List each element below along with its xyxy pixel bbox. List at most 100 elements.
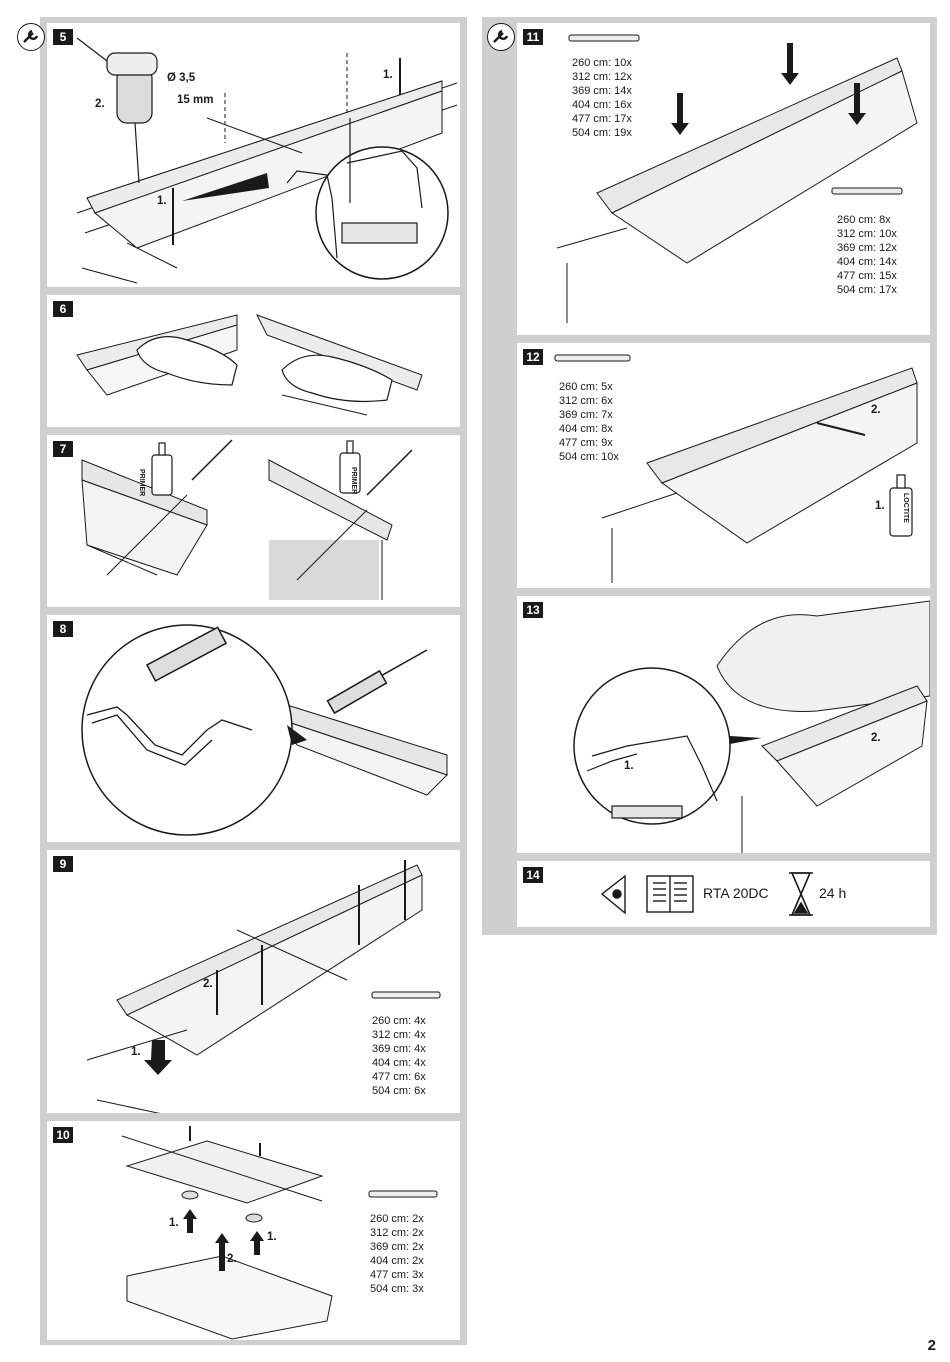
step-number: 10 — [53, 1127, 73, 1143]
step-11-panel: 11 260 cm: 10x 312 cm: 12x 369 cm: 14x 4… — [517, 23, 930, 335]
wrench-icon — [17, 23, 45, 51]
callout-2: 2. — [95, 98, 105, 110]
step-7-illustration — [81, 439, 413, 600]
callout-1-right: 1. — [383, 69, 393, 81]
table-row: 404 cm: 4x — [372, 1057, 426, 1069]
length-table: 260 cm: 2x 312 cm: 2x 369 cm: 2x 404 cm:… — [370, 1212, 424, 1296]
step-number: 6 — [53, 301, 73, 317]
step-12-panel: 12 1. 2. LOCTITE 260 cm: 5x 312 cm: 6x 3… — [517, 343, 930, 588]
book-icon — [646, 875, 694, 913]
table-row: 260 cm: 8x — [837, 214, 891, 226]
table-row: 260 cm: 10x — [572, 57, 632, 69]
ruler-icon — [554, 354, 631, 362]
ruler-icon — [568, 34, 903, 195]
table-row: 404 cm: 2x — [370, 1255, 424, 1267]
table-row: 312 cm: 6x — [559, 395, 613, 407]
table-row: 260 cm: 5x — [559, 381, 613, 393]
caulk-gun-icon — [145, 626, 428, 715]
table-row: 504 cm: 10x — [559, 451, 619, 463]
step-13-panel: 13 1. 2. — [517, 596, 930, 853]
length-table-a: 260 cm: 10x 312 cm: 12x 369 cm: 14x 404 … — [572, 56, 632, 140]
table-row: 504 cm: 6x — [372, 1085, 426, 1097]
length-table-b: 260 cm: 8x 312 cm: 10x 369 cm: 12x 404 c… — [837, 213, 897, 297]
ruler-icon — [368, 1190, 438, 1198]
table-row: 312 cm: 4x — [372, 1029, 426, 1041]
table-row: 504 cm: 19x — [572, 127, 632, 139]
step-5-panel: 5 — [47, 23, 460, 287]
length-table: 260 cm: 4x 312 cm: 4x 369 cm: 4x 404 cm:… — [372, 1014, 426, 1098]
length-table: 260 cm: 5x 312 cm: 6x 369 cm: 7x 404 cm:… — [559, 380, 619, 464]
step-8-panel: 8 — [47, 615, 460, 842]
screw-icon — [216, 860, 406, 1015]
step-10-illustration — [121, 1126, 438, 1340]
step-6-panel: 6 — [47, 295, 460, 427]
table-row: 312 cm: 10x — [837, 228, 897, 240]
step-number: 7 — [53, 441, 73, 457]
table-row: 369 cm: 14x — [572, 85, 632, 97]
table-row: 477 cm: 6x — [372, 1071, 426, 1083]
table-row: 404 cm: 14x — [837, 256, 897, 268]
step-10-panel: 10 1. 1. 2. 260 cm: 2x 312 cm: 2x 369 cm… — [47, 1121, 460, 1340]
wrench-icon — [487, 23, 515, 51]
primer-bottle-icon — [151, 440, 361, 496]
drill-diameter: Ø 3,5 — [167, 72, 196, 84]
table-row: 260 cm: 4x — [372, 1015, 426, 1027]
callout-2: 2. — [227, 1253, 237, 1265]
loctite-label: LOCTITE — [902, 493, 909, 523]
cure-time: 24 h — [819, 885, 847, 901]
callout-2: 2. — [871, 404, 881, 416]
table-row: 477 cm: 15x — [837, 270, 897, 282]
callout-1: 1. — [624, 760, 634, 772]
step-number: 11 — [523, 29, 543, 45]
drill-icon — [76, 37, 158, 184]
step-5-illustration — [76, 37, 458, 284]
step-number: 13 — [523, 602, 543, 618]
step-11-illustration — [556, 34, 918, 323]
eye-icon — [600, 874, 626, 915]
brush-icon — [191, 439, 413, 496]
step-12-illustration — [554, 354, 918, 583]
callout-2: 2. — [203, 978, 213, 990]
step-number: 8 — [53, 621, 73, 637]
table-row: 369 cm: 7x — [559, 409, 613, 421]
callout-2: 2. — [871, 732, 881, 744]
callout-1-bottom: 1. — [157, 195, 167, 207]
callout-1-right: 1. — [267, 1231, 277, 1243]
step-14-icons — [600, 872, 813, 916]
step-14-panel: 14 RTA 20DC 24 h — [517, 861, 930, 927]
hand-icon — [136, 336, 393, 403]
table-row: 260 cm: 2x — [370, 1213, 424, 1225]
table-row: 369 cm: 4x — [372, 1043, 426, 1055]
table-row: 477 cm: 17x — [572, 113, 632, 125]
table-row: 404 cm: 16x — [572, 99, 632, 111]
step-6-illustration — [76, 314, 423, 416]
step-number: 12 — [523, 349, 543, 365]
hourglass-icon — [789, 872, 813, 916]
step-number: 5 — [53, 29, 73, 45]
table-row: 477 cm: 3x — [370, 1269, 424, 1281]
callout-1: 1. — [131, 1046, 141, 1058]
callout-1: 1. — [875, 500, 885, 512]
callout-1-left: 1. — [169, 1217, 179, 1229]
drill-depth: 15 mm — [177, 94, 214, 106]
table-row: 369 cm: 12x — [837, 242, 897, 254]
step-9-panel: 9 1. 2. 260 cm: 4x 312 cm: 4x 369 cm: 4x… — [47, 850, 460, 1113]
step-9-illustration — [86, 860, 441, 1113]
table-row: 312 cm: 2x — [370, 1227, 424, 1239]
product-name: RTA 20DC — [703, 885, 769, 901]
table-row: 504 cm: 3x — [370, 1283, 424, 1295]
page-number: 2 — [927, 1337, 936, 1354]
step-8-illustration — [81, 624, 448, 836]
step-7-panel: 7 PRIMER PRIMER — [47, 435, 460, 607]
step-number: 14 — [523, 867, 543, 883]
step-number: 9 — [53, 856, 73, 872]
ruler-icon — [371, 991, 441, 999]
loctite-bottle-icon — [889, 474, 913, 537]
table-row: 369 cm: 2x — [370, 1241, 424, 1253]
primer-label-right: PRIMER — [350, 467, 357, 495]
table-row: 504 cm: 17x — [837, 284, 897, 296]
step-13-illustration — [573, 600, 930, 853]
table-row: 312 cm: 12x — [572, 71, 632, 83]
table-row: 477 cm: 9x — [559, 437, 613, 449]
table-row: 404 cm: 8x — [559, 423, 613, 435]
